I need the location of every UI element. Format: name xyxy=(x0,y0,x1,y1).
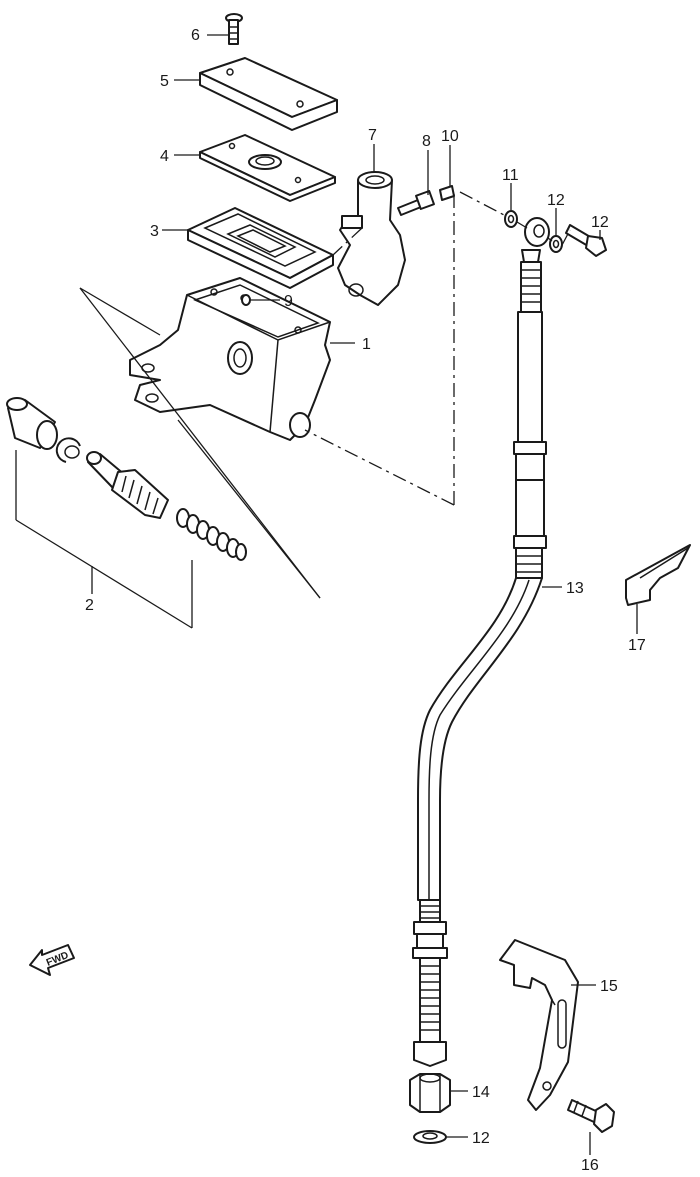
callout-16: 16 xyxy=(581,1157,599,1174)
union-bolt-11 xyxy=(565,224,607,257)
callout-8: 8 xyxy=(422,133,431,150)
nut-10 xyxy=(439,185,455,201)
callout-12-a: 11 xyxy=(502,167,519,184)
nut-14 xyxy=(409,1073,451,1113)
callout-3: 3 xyxy=(150,223,159,240)
callout-4: 4 xyxy=(160,148,169,165)
clip-17 xyxy=(625,544,691,606)
reservoir-cap-5 xyxy=(199,57,338,131)
callout-labels: 6 5 4 3 1 9 7 8 10 11 12 12 13 2 17 15 1… xyxy=(85,27,646,1174)
callout-6: 6 xyxy=(191,27,200,44)
fwd-arrow-icon: FWD xyxy=(29,944,75,976)
callout-9: 9 xyxy=(284,293,293,310)
callout-12-b: 12 xyxy=(547,192,565,209)
alignment-lines xyxy=(304,191,571,506)
callout-11: 12 xyxy=(591,214,609,231)
callout-14: 14 xyxy=(472,1084,490,1101)
callout-5: 5 xyxy=(160,73,169,90)
hose-bracket-15 xyxy=(499,939,579,1111)
washer-12-b xyxy=(549,235,563,253)
piston-kit-2 xyxy=(6,397,247,561)
callout-7: 7 xyxy=(368,127,377,144)
washer-12-c xyxy=(413,1130,447,1144)
diaphragm-plate-4 xyxy=(199,134,336,202)
washer-12-a xyxy=(504,210,518,228)
master-cylinder-body-1 xyxy=(129,277,331,441)
diaphragm-3 xyxy=(187,207,334,289)
callout-2: 2 xyxy=(85,597,94,614)
bolt-16 xyxy=(567,1099,615,1133)
callout-12-c: 12 xyxy=(472,1130,490,1147)
callout-1: 1 xyxy=(362,336,371,353)
brake-hose-13 xyxy=(412,217,550,1067)
lever-holder-7 xyxy=(337,171,406,306)
screw-6 xyxy=(225,13,243,45)
callout-15: 15 xyxy=(600,978,618,995)
callout-17: 17 xyxy=(628,637,646,654)
callout-13: 13 xyxy=(566,580,584,597)
washer-9 xyxy=(241,294,251,306)
leader-lines xyxy=(15,34,638,1155)
bolt-8 xyxy=(397,190,435,216)
callout-10: 10 xyxy=(441,128,459,145)
